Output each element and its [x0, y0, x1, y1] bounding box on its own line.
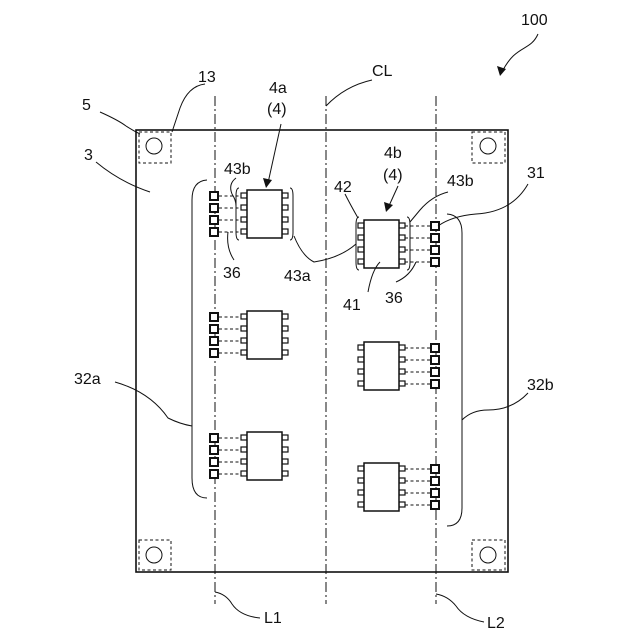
bracket-32a	[192, 180, 207, 498]
chip-package-left-1	[210, 188, 293, 240]
chip-package-right-1	[356, 217, 439, 270]
arrow-100-leader	[502, 34, 538, 72]
label-4a-paren: (4)	[267, 101, 287, 118]
label-41: 41	[343, 297, 361, 314]
label-4a: 4a	[269, 80, 287, 97]
chip-package-right-2	[358, 342, 439, 390]
label-43a: 43a	[284, 268, 311, 285]
label-L1: L1	[264, 610, 282, 627]
label-CL: CL	[372, 63, 393, 80]
leader-43b-right	[410, 192, 448, 222]
leader-42	[345, 194, 358, 218]
mounting-hole-bottom-left	[139, 540, 171, 570]
leader-4a	[268, 124, 281, 183]
leader-CL	[326, 80, 372, 106]
label-42: 42	[334, 179, 352, 196]
leader-13	[172, 84, 205, 132]
leader-31	[438, 184, 528, 226]
leader-L1	[215, 592, 260, 618]
label-43b-left: 43b	[224, 161, 251, 178]
chip-package-left-2	[210, 311, 288, 359]
label-32a: 32a	[74, 371, 101, 388]
label-100: 100	[521, 12, 548, 29]
label-5: 5	[82, 97, 91, 114]
label-32b: 32b	[527, 377, 554, 394]
chip-package-left-3	[210, 432, 288, 480]
label-4b-paren: (4)	[383, 167, 403, 184]
leader-3	[96, 162, 150, 192]
leader-32a	[115, 382, 192, 426]
label-43b-right: 43b	[447, 173, 474, 190]
label-36-left: 36	[223, 265, 241, 282]
label-13: 13	[198, 69, 216, 86]
arrow-4a-head	[263, 178, 272, 188]
leader-5	[100, 112, 140, 134]
mounting-hole-top-right	[472, 132, 505, 163]
label-3: 3	[84, 147, 93, 164]
label-4b: 4b	[384, 145, 402, 162]
mounting-hole-bottom-right	[472, 540, 505, 570]
chip-package-right-3	[358, 463, 439, 511]
leader-36-left	[228, 232, 234, 260]
leader-L2	[436, 594, 484, 622]
leader-32b	[462, 393, 528, 420]
bracket-32b	[447, 214, 462, 526]
label-L2: L2	[487, 615, 505, 632]
arrow-4b-head	[384, 202, 393, 212]
label-36-right: 36	[385, 290, 403, 307]
label-31: 31	[527, 165, 545, 182]
mounting-hole-top-left	[139, 132, 171, 163]
leader-43a	[294, 236, 356, 262]
leader-43b-left	[231, 178, 236, 206]
